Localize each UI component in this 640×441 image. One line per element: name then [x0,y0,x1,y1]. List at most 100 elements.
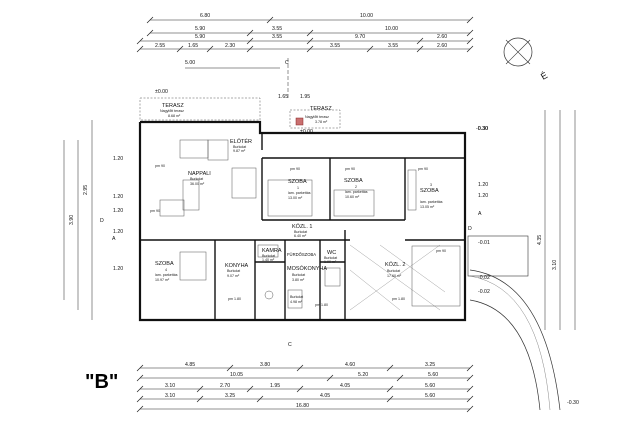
room-kozl-1-sub: Burkolat [294,230,307,234]
top-sub-dim-b: 1.65 [278,94,288,100]
room-kamra-area: 1.40 m² [262,258,275,262]
room-wc-area: 1.90 m² [324,260,337,264]
building-outline [138,120,467,322]
room-kozl-2-area: 17.60 m² [387,274,402,278]
bottom-dim-4b: 3.25 [225,393,235,399]
room-furdoszoba-name: FÜRDŐSZOBA [287,252,316,257]
bottom-dim-total: 16.80 [296,403,309,409]
left-dim-1: 1.20 [113,156,123,162]
room-mosokonyha-area: 3.80 m² [292,278,305,282]
window-tag: pm 90 [418,167,428,171]
room-szoba-2-name: SZOBA [344,178,363,184]
room-nappali-name: NAPPALI [188,171,211,177]
left-dim-5: 1.20 [113,229,123,235]
room-szoba-3-sub: lam. parkettás [420,200,443,204]
left-dimension-chains: 1.20 1.20 1.20 3.90 1.20 1.20 2.95 [63,120,123,320]
north-arrow: É [503,37,549,82]
room-furdoszoba: FÜRDŐSZOBA Burkolat 4.98 m² [287,252,316,304]
room-szoba-3-area: 13.05 m² [420,205,435,209]
top-dim-2c: 10.00 [385,26,398,32]
top-sub-dim-a: 5.00 [185,60,195,66]
room-konyha-area: 9.07 m² [227,274,240,278]
room-eloter-sub: Burkolat [233,145,246,149]
room-konyha-name: KONYHA [225,263,249,269]
bottom-dim-1c: 4.60 [345,362,355,368]
top-sub-dim-c: 1.95 [300,94,310,100]
room-eloter-name: ELŐTÉR [230,138,252,145]
top-dim-3b: 3.55 [272,34,282,40]
top-dim-2a: 5.90 [195,26,205,32]
bottom-dim-3d: 4.05 [340,383,350,389]
level-entrance: -0.30 [476,126,488,132]
room-kamra-name: KAMRA [262,248,282,254]
right-dim-5: 0.30 [478,126,488,132]
room-konyha: KONYHA Burkolat 9.07 m² [225,263,249,278]
room-kamra-sub: Burkolat [262,254,275,258]
bottom-dim-3a: 3.10 [165,383,175,389]
room-mosokonyha-name: MOSÓKONYHA [287,265,327,272]
room-wc: WC Burkolat 1.90 m² [324,250,337,264]
right-dim-4: 3.10 [552,260,558,270]
level-ramp-1: -0.01 [478,240,490,246]
bottom-dim-1a: 4.85 [185,362,195,368]
right-dimension-chains: 1.20 1.20 4.35 3.10 0.30 [478,110,576,330]
room-szoba-1-area: 13.00 m² [288,196,303,200]
room-kozl-2-name: KÖZL. 2 [385,261,405,268]
bottom-dim-2a: 10.05 [230,372,243,378]
window-tag: pm 90 [290,167,300,171]
room-szoba-4-area: 10.97 m² [155,278,170,282]
window-tag: pm 90 [155,164,165,168]
room-wc-sub: Burkolat [324,256,337,260]
room-eloter-area: 9.87 m² [233,149,246,153]
top-dim-3d: 2.60 [437,34,447,40]
right-dim-3: 4.35 [537,235,543,245]
north-arrow-circle [503,37,533,67]
bottom-dim-1b: 3.80 [260,362,270,368]
bottom-dim-4a: 3.10 [165,393,175,399]
top-dim-3c: 9.70 [355,34,365,40]
room-furdoszoba-sub: Burkolat [290,295,303,299]
right-dim-2: 1.20 [478,193,488,199]
bottom-dim-4d: 5.60 [425,393,435,399]
top-dim-4b: 1.65 [188,43,198,49]
level-ramp-3: -0.02 [478,289,490,295]
left-dim-4: 3.90 [69,215,75,225]
room-szoba-2: SZOBA 2 lam. parkettás 10.60 m² [344,178,368,199]
window-tags: pm 90 pm 90 pm 90 pm 90 pm 90 pm 1.80 pm… [150,164,446,307]
top-dim-4f: 2.60 [437,43,447,49]
bottom-dim-3b: 2.70 [220,383,230,389]
section-d-left: D [100,218,104,224]
room-kozl-2: KÖZL. 2 Burkolat 17.60 m² [385,261,405,278]
room-kozl-1-name: KÖZL. 1 [292,223,312,230]
room-kamra: KAMRA Burkolat 1.40 m² [262,248,282,262]
room-szoba-4: SZOBA 4 lam. parkettás 10.97 m² [155,261,178,282]
top-dim-4d: 3.55 [330,43,340,49]
bottom-dim-2b: 5.20 [358,372,368,378]
room-kozl-2-sub: Burkolat [387,269,400,273]
section-marks: C C A A D D [100,58,482,348]
room-szoba-2-sub: lam. parkettás [345,190,368,194]
window-tag: pm 90 [345,167,355,171]
top-dim-4e: 3.55 [388,43,398,49]
left-dim-2: 1.20 [113,194,123,200]
section-a-left: A [112,236,116,242]
room-furdoszoba-area: 4.98 m² [290,300,303,304]
hall-2-hatching [349,244,461,311]
bottom-dim-3c: 1.95 [270,383,280,389]
bedroom-furniture [179,169,417,309]
top-dim-1a: 6.80 [200,13,210,19]
section-c-top: C [285,60,289,66]
level-ramp-2: -0.02 [478,275,490,281]
window-tag: pm 1.80 [228,297,241,301]
room-nappali-sub: Burkolat [190,177,203,181]
left-dim-6: 1.20 [113,266,123,272]
room-szoba-1-name: SZOBA [288,179,307,185]
room-szoba-1-sub: lam. parkettás [288,191,311,195]
window-tag: pm 1.80 [315,303,328,307]
bottom-dim-1d: 3.25 [425,362,435,368]
terrace-upper-left: TERASZ Nagylőtt terasz 8.68 m² [139,97,261,121]
chimney-marker [295,117,304,126]
north-label: É [539,70,549,82]
level-terrace-2: ±0.00 [300,129,313,135]
